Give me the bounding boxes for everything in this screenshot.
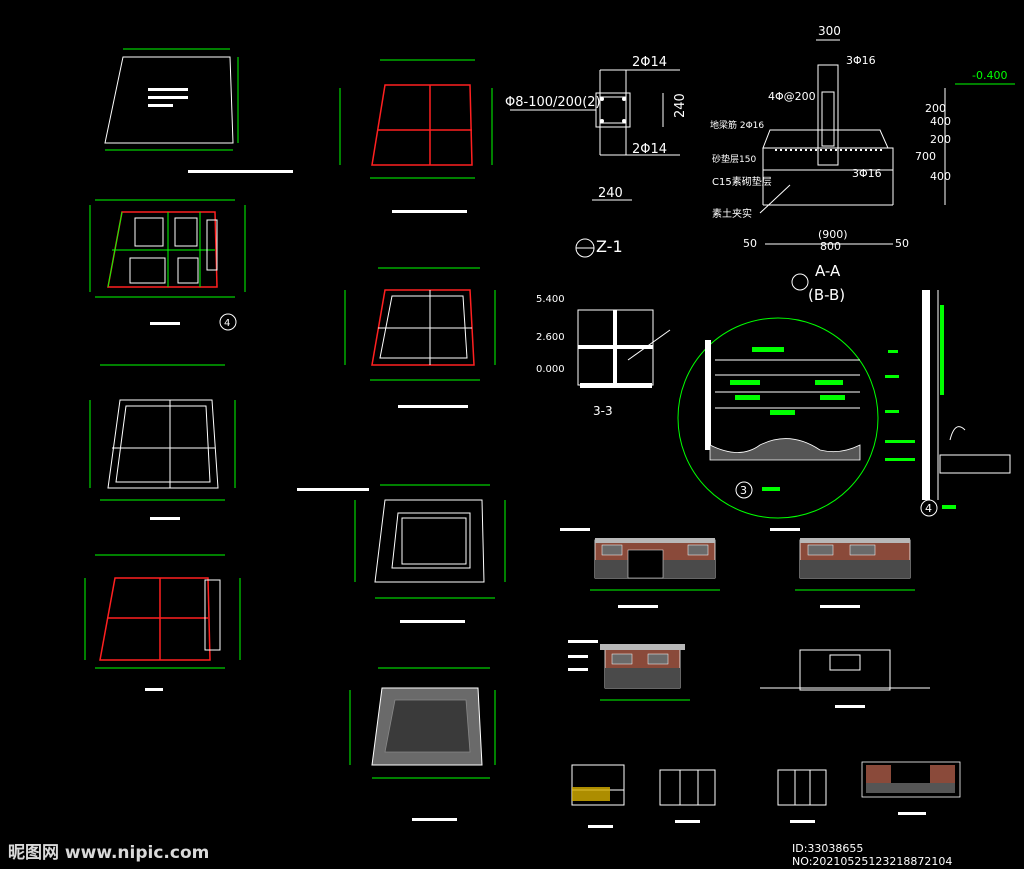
column-stirrup: Φ8-100/200(2) xyxy=(505,95,601,110)
foundation-top-rebar: 3Φ16 xyxy=(846,54,876,67)
column-rebar-top: 2Φ14 xyxy=(632,55,667,70)
foundation-elevation: -0.400 xyxy=(972,69,1007,82)
detail-ref-4-left: 4 xyxy=(224,318,230,329)
column-depth: 240 xyxy=(673,93,688,118)
wall-section: 5.400 2.600 0.000 3-3 xyxy=(536,294,671,418)
foundation-section: 300 3Φ16 4Φ@200 地梁筋 2Φ16 砂垫层150 C15素砌垫层 … xyxy=(710,24,1015,304)
foundation-edge-right: 50 xyxy=(895,237,909,250)
roof-plan xyxy=(297,484,506,623)
wall-elevation-1: 5.400 xyxy=(536,294,565,305)
bottom-detail-2 xyxy=(659,769,716,823)
wall-section-label: 3-3 xyxy=(593,404,613,418)
foundation-dim-2: 400 xyxy=(930,115,951,128)
foundation-top-width: 300 xyxy=(818,24,841,38)
foundation-section-label-alt: (B-B) xyxy=(808,286,845,304)
foundation-sand-cushion: 砂垫层150 xyxy=(712,153,756,165)
foundation-width-value: 800 xyxy=(820,240,841,253)
column-width: 240 xyxy=(598,186,623,201)
column-section: 2Φ14 2Φ14 Φ8-100/200(2) 240 240 Z-1 xyxy=(505,55,688,258)
bottom-detail-4 xyxy=(861,761,961,815)
foundation-dim-4: 200 xyxy=(930,133,951,146)
site-plan xyxy=(104,48,239,151)
framing-plan-1 xyxy=(339,59,493,213)
detail-ref-4: 4 xyxy=(925,502,932,515)
floor-plan-2 xyxy=(89,364,236,520)
floor-plan-3 xyxy=(84,554,241,691)
elevation-side xyxy=(568,640,690,701)
wall-elevation-3: 0.000 xyxy=(536,364,565,375)
elevation-front xyxy=(560,528,720,608)
column-label: Z-1 xyxy=(596,237,623,256)
foundation-edge-left: 50 xyxy=(743,237,757,250)
bottom-detail-3 xyxy=(777,769,827,823)
foundation-width-paren: (900) xyxy=(818,228,848,241)
foundation-dim-5: 400 xyxy=(930,170,951,183)
foundation-concrete-cushion: C15素砌垫层 xyxy=(712,175,772,188)
roof-tile-plan xyxy=(349,667,496,821)
elevation-section xyxy=(760,649,930,708)
elevation-rear xyxy=(770,528,915,608)
foundation-stirrup: 4Φ@200 xyxy=(768,90,816,103)
image-id-watermark: ID:33038655 NO:20210525123218872104 xyxy=(792,842,953,868)
framing-plan-2 xyxy=(344,267,496,408)
foundation-dim-3: 700 xyxy=(915,150,936,163)
column-rebar-bottom: 2Φ14 xyxy=(632,142,667,157)
detail-4: 4 xyxy=(885,290,1011,517)
foundation-ground-beam: 地梁筋 2Φ16 xyxy=(710,119,764,131)
site-watermark: 昵图网 www.nipic.com xyxy=(8,843,210,863)
foundation-dim-1: 200 xyxy=(925,102,946,115)
foundation-section-label: A-A xyxy=(815,262,841,280)
bottom-detail-1 xyxy=(571,764,625,828)
detail-ref-3: 3 xyxy=(740,484,747,497)
foundation-bottom-rebar: 3Φ16 xyxy=(852,167,882,180)
foundation-rammed-soil: 素土夹实 xyxy=(712,207,752,220)
wall-elevation-2: 2.600 xyxy=(536,332,565,343)
detail-3: 3 xyxy=(677,317,879,519)
floor-plan-1: 4 xyxy=(89,170,293,331)
